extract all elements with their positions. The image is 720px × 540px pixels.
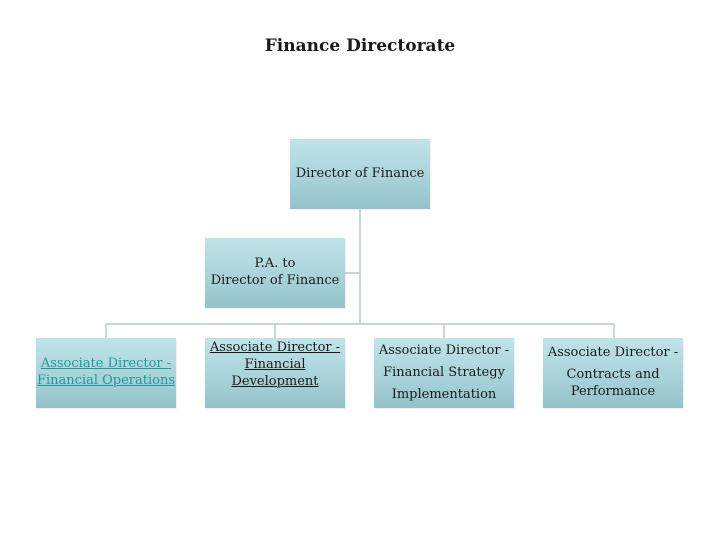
associate-contracts-line2: Contracts and — [566, 367, 660, 383]
pa-to-director-box[interactable]: P.A. to Director of Finance — [205, 238, 345, 308]
associate-contracts-line1: Associate Director - — [547, 345, 679, 361]
associate-contracts-performance-box[interactable]: Associate Director - Contracts and Perfo… — [543, 338, 683, 408]
associate-strategy-line2: Financial Strategy — [383, 364, 505, 380]
pa-line1: P.A. to — [254, 256, 296, 272]
associate-dev-line1[interactable]: Associate Director - — [209, 340, 341, 355]
associate-strategy-line3: Implementation — [391, 387, 497, 403]
associate-dev-line2[interactable]: Financial — [244, 356, 306, 372]
associate-contracts-line3: Performance — [570, 383, 656, 399]
associate-dev-line3[interactable]: Development — [231, 373, 319, 389]
associate-financial-strategy-box[interactable]: Associate Director - Financial Strategy … — [374, 338, 514, 408]
director-of-finance-box[interactable]: Director of Finance — [290, 139, 430, 209]
associate-financial-operations-box[interactable]: Associate Director - Financial Operation… — [36, 338, 176, 408]
diagram-title: Finance Directorate — [264, 36, 456, 56]
associate-ops-line1[interactable]: Associate Director - — [40, 356, 172, 372]
pa-line2: Director of Finance — [210, 273, 340, 288]
associate-financial-development-box[interactable]: Associate Director - Financial Developme… — [205, 338, 345, 408]
associate-strategy-line1: Associate Director - — [378, 342, 510, 358]
director-label: Director of Finance — [295, 165, 425, 181]
associate-ops-line2[interactable]: Financial Operations — [36, 373, 176, 388]
